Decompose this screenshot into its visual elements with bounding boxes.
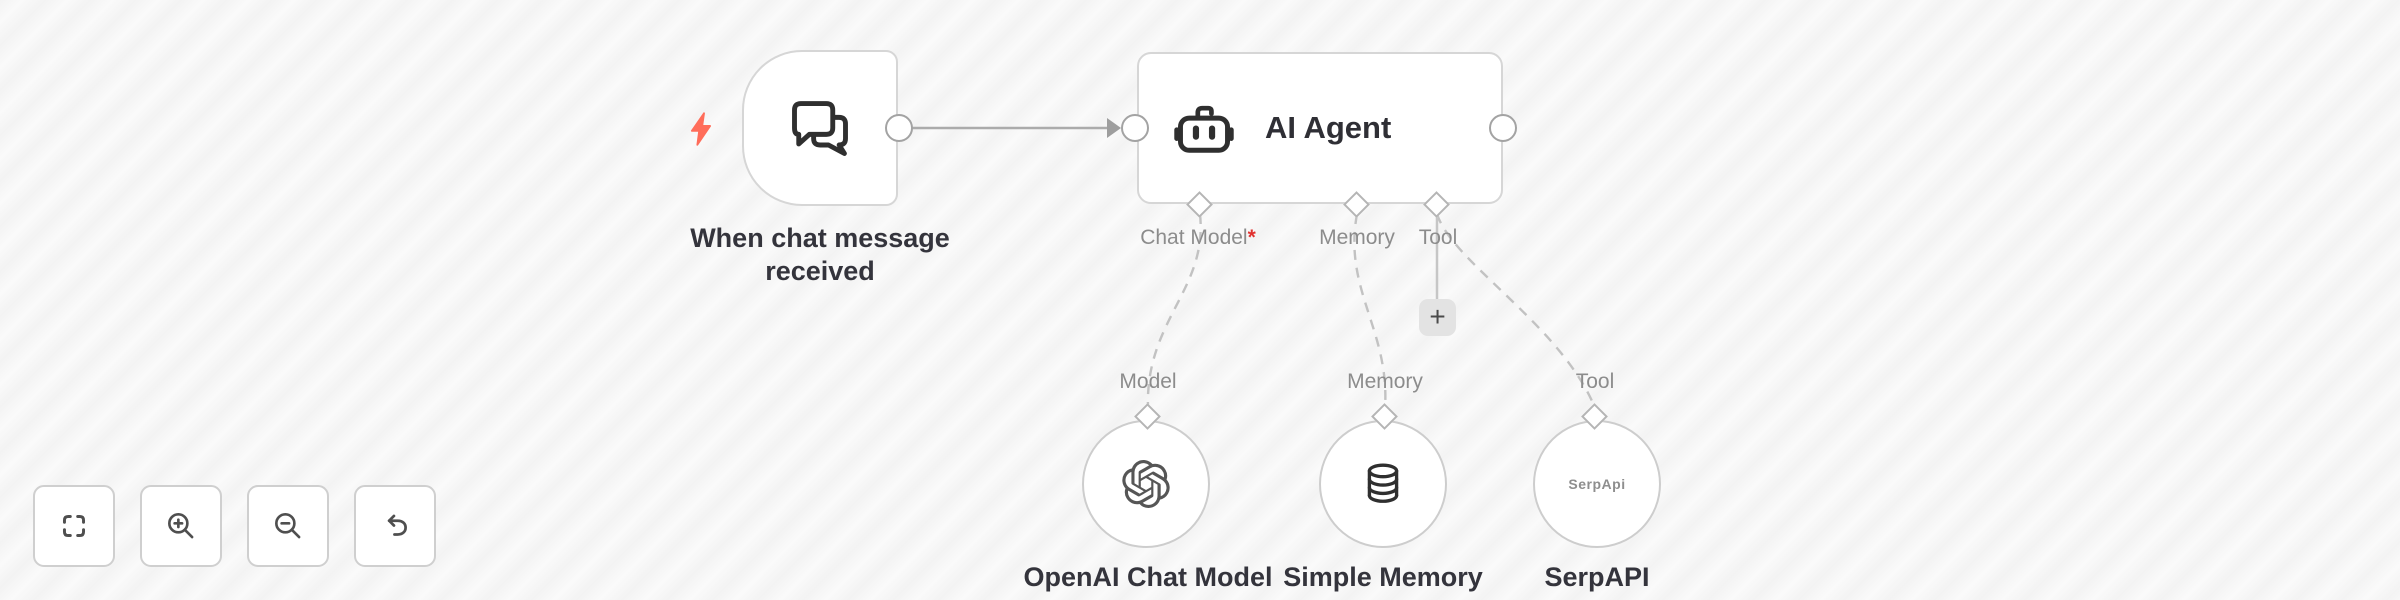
database-icon [1360,461,1406,507]
agent-port-label-chat-model: Chat Model* [1140,226,1256,249]
trigger-node[interactable] [742,50,898,206]
subnode-port-label-tool: Tool [1575,370,1615,393]
robot-icon [1173,102,1235,154]
trigger-node-name: When chat message received [690,223,950,286]
fit-view-button[interactable] [33,485,115,567]
ai-agent-node[interactable]: AI Agent [1137,52,1503,204]
subnode-port-label-memory: Memory [1347,370,1423,393]
openai-chat-model-node[interactable] [1082,420,1210,548]
zoom-in-icon [163,508,199,544]
connection-agent-to-openai[interactable] [1146,213,1202,409]
agent-port-label-memory: Memory [1319,226,1395,249]
connection-arrowhead [1107,118,1121,138]
simple-memory-node[interactable] [1319,420,1447,548]
subnode-port-label-model: Model [1119,370,1177,393]
serpapi-logo: SerpApi [1568,476,1626,492]
reset-zoom-button[interactable] [354,485,436,567]
memory-node-name: Simple Memory [1283,562,1483,592]
add-tool-button[interactable]: + [1419,299,1456,336]
openai-node-name: OpenAI Chat Model [1023,562,1273,592]
ai-agent-title: AI Agent [1265,110,1392,145]
trigger-lightning-icon [686,112,716,146]
agent-output-endpoint[interactable] [1489,114,1517,142]
trigger-output-endpoint[interactable] [885,114,913,142]
zoom-out-icon [270,508,306,544]
agent-input-endpoint[interactable] [1121,114,1149,142]
undo-arrow-icon [377,508,413,544]
agent-port-label-tool: Tool [1418,226,1458,249]
serpapi-node-name: SerpAPI [1544,562,1650,592]
chat-bubbles-icon [786,98,854,158]
connection-agent-to-memory[interactable] [1353,213,1387,409]
zoom-out-button[interactable] [247,485,329,567]
fit-view-icon [56,508,92,544]
serpapi-node[interactable]: SerpApi [1533,420,1661,548]
zoom-in-button[interactable] [140,485,222,567]
connection-agent-to-serpapi[interactable] [1435,213,1597,409]
openai-logo-icon [1122,460,1170,508]
